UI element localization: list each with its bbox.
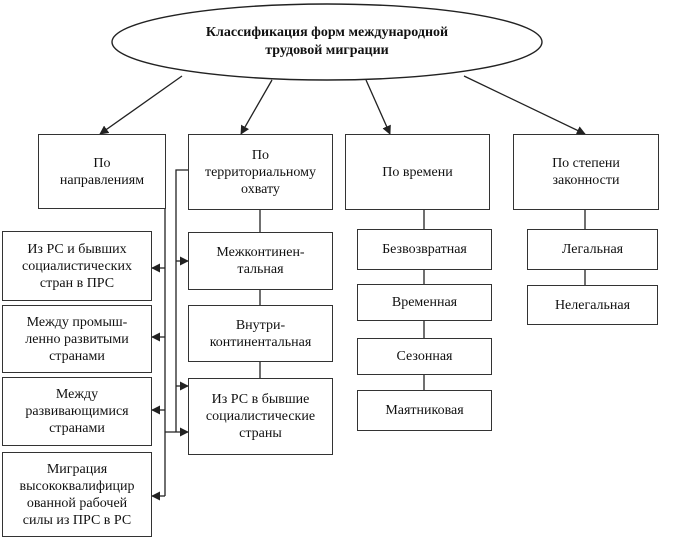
direction-item-2: Между промыш- ленно развитыми странами [2, 305, 152, 373]
category-by-time: По времени [345, 134, 490, 210]
root-ellipse [111, 3, 543, 81]
time-item-4: Маятниковая [357, 390, 492, 431]
category-by-direction: По направлениям [38, 134, 166, 209]
direction-item-4: Миграция высококвалифицир ованной рабоче… [2, 452, 152, 537]
time-item-3: Сезонная [357, 338, 492, 375]
time-item-2: Временная [357, 284, 492, 321]
legality-item-2: Нелегальная [527, 285, 658, 325]
category-by-legality: По степени законности [513, 134, 659, 210]
time-item-1: Безвозвратная [357, 229, 492, 270]
arrow-root-to-territory [240, 79, 273, 135]
territory-item-3: Из РС в бывшие социалистические страны [188, 378, 333, 455]
direction-item-1: Из РС и бывших социалистических стран в … [2, 231, 152, 301]
arrow-root-to-legality [463, 75, 586, 135]
direction-item-3: Между развивающимися странами [2, 377, 152, 446]
territory-item-2: Внутри- континентальная [188, 305, 333, 362]
arrow-root-to-time [365, 79, 391, 135]
trunk-territory [175, 169, 188, 432]
arrow-root-to-direction [99, 75, 183, 135]
category-by-territory: По территориальному охвату [188, 134, 333, 210]
territory-item-1: Межконтинен- тальная [188, 232, 333, 290]
diagram-title: Классификация форм международной трудово… [205, 25, 449, 58]
legality-item-1: Легальная [527, 229, 658, 270]
